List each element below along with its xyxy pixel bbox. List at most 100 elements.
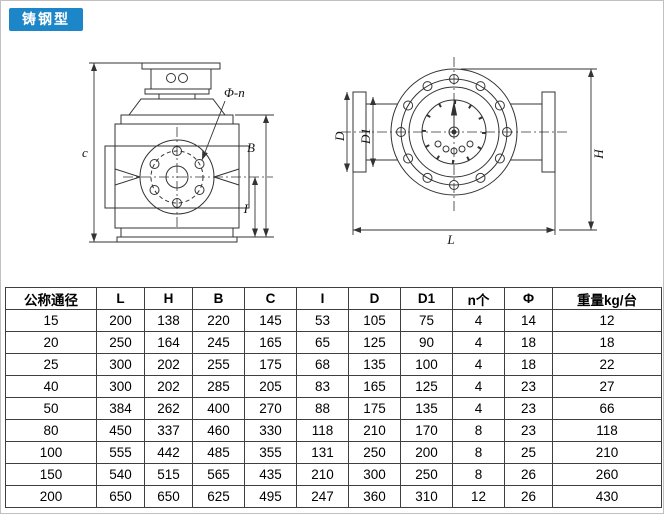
column-header: H	[144, 287, 193, 310]
table-cell: 65	[296, 331, 349, 354]
table-cell: 300	[96, 353, 145, 376]
table-cell: 650	[144, 485, 193, 508]
table-cell: 435	[244, 463, 297, 486]
table-cell: 25	[5, 353, 97, 376]
table-cell: 495	[244, 485, 297, 508]
dim-label-d: D	[333, 131, 347, 142]
table-cell: 66	[552, 397, 662, 420]
table-cell: 245	[192, 331, 245, 354]
table-cell: 25	[504, 441, 553, 464]
table-cell: 202	[144, 375, 193, 398]
table-cell: 200	[5, 485, 97, 508]
table-cell: 300	[96, 375, 145, 398]
table-cell: 90	[400, 331, 453, 354]
table-cell: 310	[400, 485, 453, 508]
dim-label-i: I	[243, 201, 249, 216]
table-cell: 555	[96, 441, 145, 464]
column-header: 公称通径	[5, 287, 97, 310]
table-cell: 650	[96, 485, 145, 508]
table-cell: 250	[400, 463, 453, 486]
table-cell: 8	[452, 419, 505, 442]
table-cell: 262	[144, 397, 193, 420]
table-cell: 400	[192, 397, 245, 420]
table-cell: 118	[552, 419, 662, 442]
table-cell: 175	[244, 353, 297, 376]
table-cell: 260	[552, 463, 662, 486]
dimension-lines	[89, 62, 274, 243]
table-cell: 540	[96, 463, 145, 486]
table-cell: 175	[348, 397, 401, 420]
table-cell: 75	[400, 309, 453, 332]
table-cell: 15	[5, 309, 97, 332]
table-cell: 625	[192, 485, 245, 508]
column-header: I	[296, 287, 349, 310]
dim-label-h: H	[591, 149, 606, 160]
table-cell: 8	[452, 463, 505, 486]
table-cell: 12	[552, 309, 662, 332]
column-header: Φ	[504, 287, 553, 310]
column-header: n个	[452, 287, 505, 310]
table-cell: 8	[452, 441, 505, 464]
table-cell: 23	[504, 375, 553, 398]
table-cell: 100	[5, 441, 97, 464]
table-cell: 430	[552, 485, 662, 508]
column-header: D1	[400, 287, 453, 310]
table-cell: 220	[192, 309, 245, 332]
table-cell: 300	[348, 463, 401, 486]
table-cell: 210	[552, 441, 662, 464]
table-cell: 26	[504, 485, 553, 508]
table-cell: 150	[5, 463, 97, 486]
table-cell: 565	[192, 463, 245, 486]
table-cell: 18	[552, 331, 662, 354]
table-cell: 210	[296, 463, 349, 486]
table-cell: 18	[504, 353, 553, 376]
table-cell: 131	[296, 441, 349, 464]
table-cell: 450	[96, 419, 145, 442]
table-cell: 145	[244, 309, 297, 332]
table-cell: 118	[296, 419, 349, 442]
table-cell: 250	[348, 441, 401, 464]
dimension-lines	[344, 68, 597, 235]
type-badge: 铸钢型	[9, 8, 83, 31]
table-cell: 88	[296, 397, 349, 420]
table-cell: 210	[348, 419, 401, 442]
table-cell: 384	[96, 397, 145, 420]
table-cell: 460	[192, 419, 245, 442]
table-cell: 80	[5, 419, 97, 442]
table-cell: 355	[244, 441, 297, 464]
column-header: C	[244, 287, 297, 310]
table-cell: 164	[144, 331, 193, 354]
table-cell: 105	[348, 309, 401, 332]
table-cell: 14	[504, 309, 553, 332]
table-cell: 270	[244, 397, 297, 420]
table-cell: 100	[400, 353, 453, 376]
table-cell: 442	[144, 441, 193, 464]
table-cell: 22	[552, 353, 662, 376]
table-cell: 4	[452, 331, 505, 354]
table-cell: 200	[96, 309, 145, 332]
table-cell: 285	[192, 375, 245, 398]
table-cell: 4	[452, 397, 505, 420]
table-cell: 23	[504, 397, 553, 420]
table-cell: 4	[452, 375, 505, 398]
front-view-drawing: D D1 L H	[333, 57, 606, 247]
bolt-note-label: Φ-n	[224, 85, 245, 100]
table-cell: 337	[144, 419, 193, 442]
table-cell: 18	[504, 331, 553, 354]
table-cell: 165	[244, 331, 297, 354]
table-cell: 135	[400, 397, 453, 420]
column-header: 重量kg/台	[552, 287, 662, 310]
table-cell: 4	[452, 353, 505, 376]
dim-label-b: B	[247, 140, 255, 155]
table-cell: 40	[5, 375, 97, 398]
table-cell: 202	[144, 353, 193, 376]
table-cell: 200	[400, 441, 453, 464]
